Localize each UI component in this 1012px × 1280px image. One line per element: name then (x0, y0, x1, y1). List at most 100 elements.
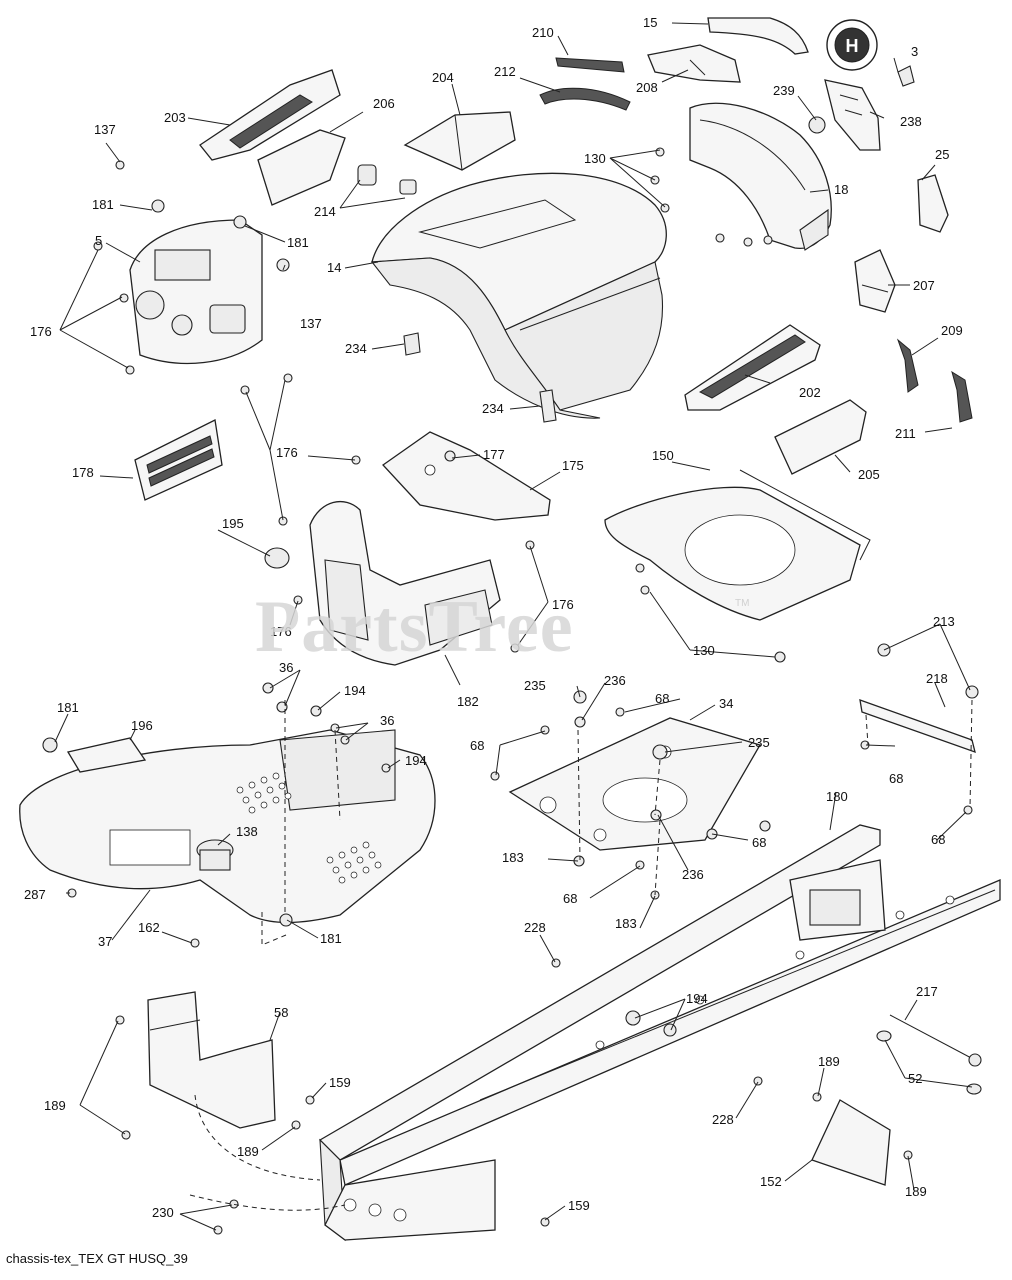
bracket-part-208 (647, 44, 741, 83)
knob-part-214 (357, 164, 417, 195)
callout-183-b: 183 (615, 916, 637, 931)
callout-211: 211 (895, 426, 916, 441)
callout-181-c: 181 (57, 700, 79, 715)
callout-217: 217 (916, 984, 938, 999)
diagram-footer-caption: chassis-tex_TEX GT HUSQ_39 (6, 1251, 188, 1266)
callout-206: 206 (373, 96, 395, 111)
callout-152: 152 (760, 1174, 782, 1189)
callout-204: 204 (432, 70, 454, 85)
grille-part-209 (896, 338, 919, 393)
frame-part-180 (318, 824, 1001, 1242)
callout-137-b: 137 (300, 316, 322, 331)
callout-183-a: 183 (502, 850, 524, 865)
callout-189-b: 189 (818, 1054, 840, 1069)
callout-68-f: 68 (563, 891, 577, 906)
callout-203: 203 (164, 110, 186, 125)
callout-181-b: 181 (287, 235, 309, 250)
callout-68-b: 68 (470, 738, 484, 753)
clip-part-239 (808, 116, 826, 134)
callout-194-c: 194 (686, 991, 708, 1006)
callout-236-b: 236 (682, 867, 704, 882)
decal-part-234 (403, 332, 557, 423)
dash-console-part-5 (129, 219, 263, 364)
bushing-part-195 (264, 547, 290, 569)
watermark-trademark: TM (735, 598, 750, 609)
insert-part-196 (66, 737, 147, 773)
callout-130: 130 (584, 151, 606, 166)
callout-218: 218 (926, 671, 948, 686)
callout-189-a: 189 (44, 1098, 66, 1113)
callout-236-a: 236 (604, 673, 626, 688)
trim-part-25 (917, 174, 949, 233)
floor-pan-part-37 (19, 729, 436, 924)
callout-36-a: 36 (279, 660, 293, 675)
callout-194-b: 194 (405, 753, 427, 768)
callout-235-b: 235 (748, 735, 770, 750)
grille-part-202 (684, 324, 821, 411)
panel-part-15 (707, 17, 809, 55)
lug-part-52 (876, 1030, 982, 1095)
callout-228-b: 228 (712, 1112, 734, 1127)
dash-frame-part-182 (309, 501, 501, 666)
callout-5: 5 (95, 233, 102, 248)
callout-178: 178 (72, 465, 94, 480)
bracket-part-175 (382, 431, 551, 521)
bracket-part-207 (854, 249, 896, 313)
grille-part-210 (555, 57, 625, 73)
callout-176-d: 176 (552, 597, 574, 612)
hood-part-204 (403, 111, 516, 171)
callout-3: 3 (911, 44, 918, 59)
bracket-part-58 (147, 991, 276, 1129)
dashed-lines (189, 699, 973, 1211)
callout-159-b: 159 (568, 1198, 590, 1213)
seat-plate-part-34 (508, 717, 761, 851)
grille-part-211 (951, 370, 973, 423)
callout-labels: 15 210 3 208 239 238 204 212 206 203 137… (24, 15, 963, 1220)
callout-138: 138 (236, 824, 258, 839)
panel-part-238 (824, 79, 881, 151)
callout-212: 212 (494, 64, 516, 79)
husqvarna-logo-icon: H (826, 19, 878, 71)
rail-part-218 (859, 699, 976, 754)
callout-195: 195 (222, 516, 244, 531)
cover-part-206 (257, 129, 346, 206)
dash-part-203 (199, 69, 341, 161)
callout-196: 196 (131, 718, 153, 733)
callout-68-c: 68 (889, 771, 903, 786)
plate-part-178 (134, 419, 223, 501)
callout-210: 210 (532, 25, 554, 40)
callout-202: 202 (799, 385, 821, 400)
callout-180: 180 (826, 789, 848, 804)
callout-213: 213 (933, 614, 955, 629)
callout-162: 162 (138, 920, 160, 935)
callout-18: 18 (834, 182, 848, 197)
callout-235-a: 235 (524, 678, 546, 693)
callout-14: 14 (327, 260, 341, 275)
callout-208: 208 (636, 80, 658, 95)
callout-34: 34 (719, 696, 733, 711)
leader-lines (54, 22, 973, 1231)
callout-234-b: 234 (482, 401, 504, 416)
callout-287: 287 (24, 887, 46, 902)
callout-214: 214 (314, 204, 336, 219)
callout-181-a: 181 (92, 197, 114, 212)
callout-150: 150 (652, 448, 674, 463)
bracket-part-152 (811, 1099, 891, 1186)
callout-207: 207 (913, 278, 935, 293)
callout-176-b: 176 (276, 445, 298, 460)
callout-239: 239 (773, 83, 795, 98)
callout-230: 230 (152, 1205, 174, 1220)
callout-209: 209 (941, 323, 963, 338)
callout-176-c: 176 (270, 624, 292, 639)
hood-pan-part-130 (604, 469, 871, 621)
callout-37: 37 (98, 934, 112, 949)
callout-238: 238 (900, 114, 922, 129)
svg-text:H: H (846, 36, 859, 56)
callout-36-b: 36 (380, 713, 394, 728)
grille-part-212 (539, 87, 631, 111)
callout-181-d: 181 (320, 931, 342, 946)
callout-234-a: 234 (345, 341, 367, 356)
callout-205: 205 (858, 467, 880, 482)
hood-part-14 (370, 172, 667, 419)
